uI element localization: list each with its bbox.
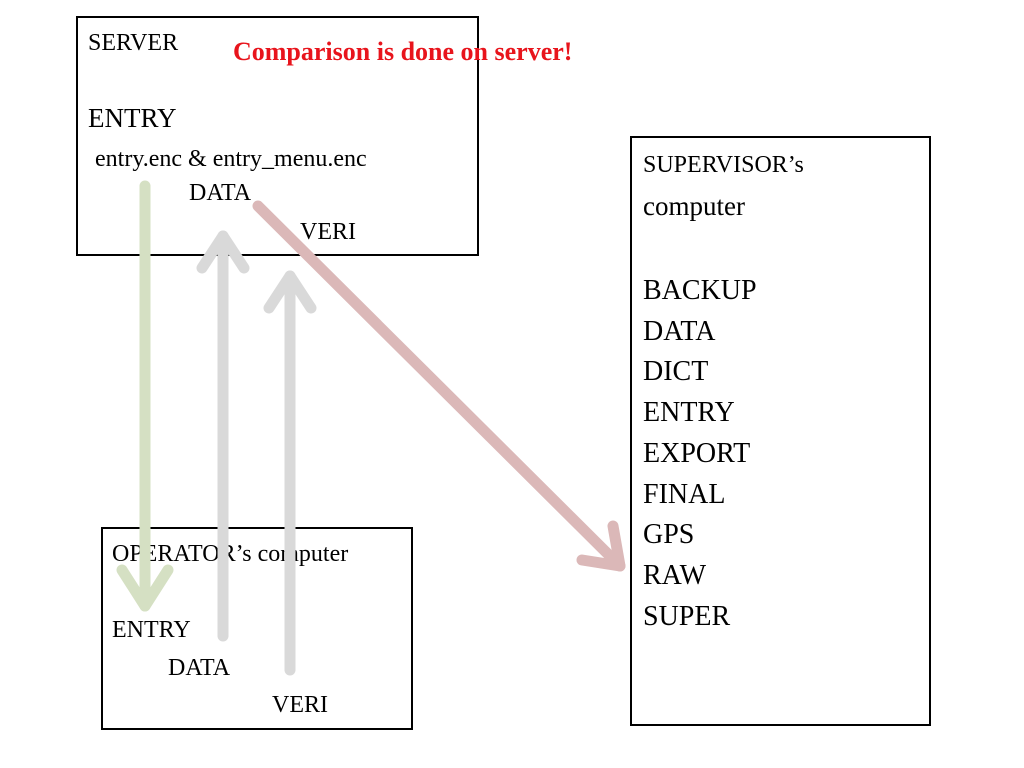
upload-data-arrow [196, 230, 250, 642]
supervisor-title-line1: SUPERVISOR’s [643, 152, 804, 178]
supervisor-folder-item: GPS [643, 519, 695, 551]
supervisor-folder-item: SUPER [643, 600, 731, 632]
operator-data-folder: DATA [168, 655, 231, 681]
upload-veri-arrow [263, 270, 317, 676]
supervisor-box [630, 136, 931, 726]
server-entry-folder: ENTRY [88, 103, 177, 133]
supervisor-folder-item: EXPORT [643, 437, 751, 469]
comparison-note: Comparison is done on server! [233, 37, 573, 66]
supervisor-folder-item: DICT [643, 356, 709, 388]
server-data-folder: DATA [189, 180, 252, 206]
server-entry-files: entry.enc & entry_menu.enc [95, 146, 367, 172]
server-title: SERVER [88, 30, 179, 56]
backup-arrow [252, 200, 626, 572]
download-arrow [116, 180, 174, 612]
supervisor-folder-item: RAW [643, 559, 707, 591]
supervisor-folder-item: BACKUP [643, 275, 757, 306]
supervisor-folder-item: DATA [643, 315, 716, 347]
operator-veri-folder: VERI [272, 692, 328, 718]
server-veri-folder: VERI [300, 219, 356, 245]
supervisor-folder-list: BACKUP DATA DICT ENTRY EXPORT FINAL GPS … [643, 271, 757, 637]
operator-box [101, 527, 413, 730]
operator-title: OPERATOR’s computer [112, 541, 349, 567]
operator-entry-folder: ENTRY [112, 617, 191, 643]
supervisor-title-line2: computer [643, 191, 745, 221]
supervisor-folder-item: FINAL [643, 478, 726, 510]
supervisor-folder-item: ENTRY [643, 397, 735, 429]
